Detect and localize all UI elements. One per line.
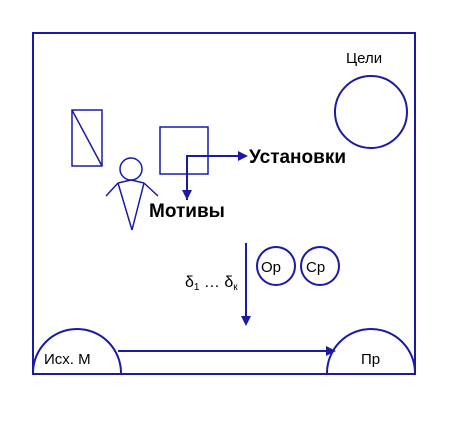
goals-label: Цели bbox=[346, 50, 382, 67]
attitude-square bbox=[159, 126, 209, 175]
person-figure bbox=[105, 157, 159, 231]
goals-circle bbox=[334, 75, 408, 149]
initial-state-semicircle bbox=[33, 328, 122, 374]
initial-state-label: Исх. М bbox=[44, 351, 91, 368]
delta-range-label: δ1 … δк bbox=[185, 274, 238, 293]
vertical-arrow bbox=[241, 243, 251, 326]
result-semicircle bbox=[326, 328, 415, 374]
diagram-frame bbox=[32, 32, 416, 375]
horizontal-arrow bbox=[118, 346, 336, 356]
crossed-rectangle bbox=[71, 109, 103, 167]
attitude-arrow bbox=[182, 151, 248, 200]
attitudes-label: Установки bbox=[249, 147, 346, 168]
op-label: Ор bbox=[261, 259, 281, 276]
result-label: Пр bbox=[361, 351, 380, 368]
sr-circle bbox=[300, 246, 340, 286]
op-circle bbox=[256, 246, 296, 286]
motives-label: Мотивы bbox=[149, 201, 225, 222]
sr-label: Ср bbox=[306, 259, 325, 276]
